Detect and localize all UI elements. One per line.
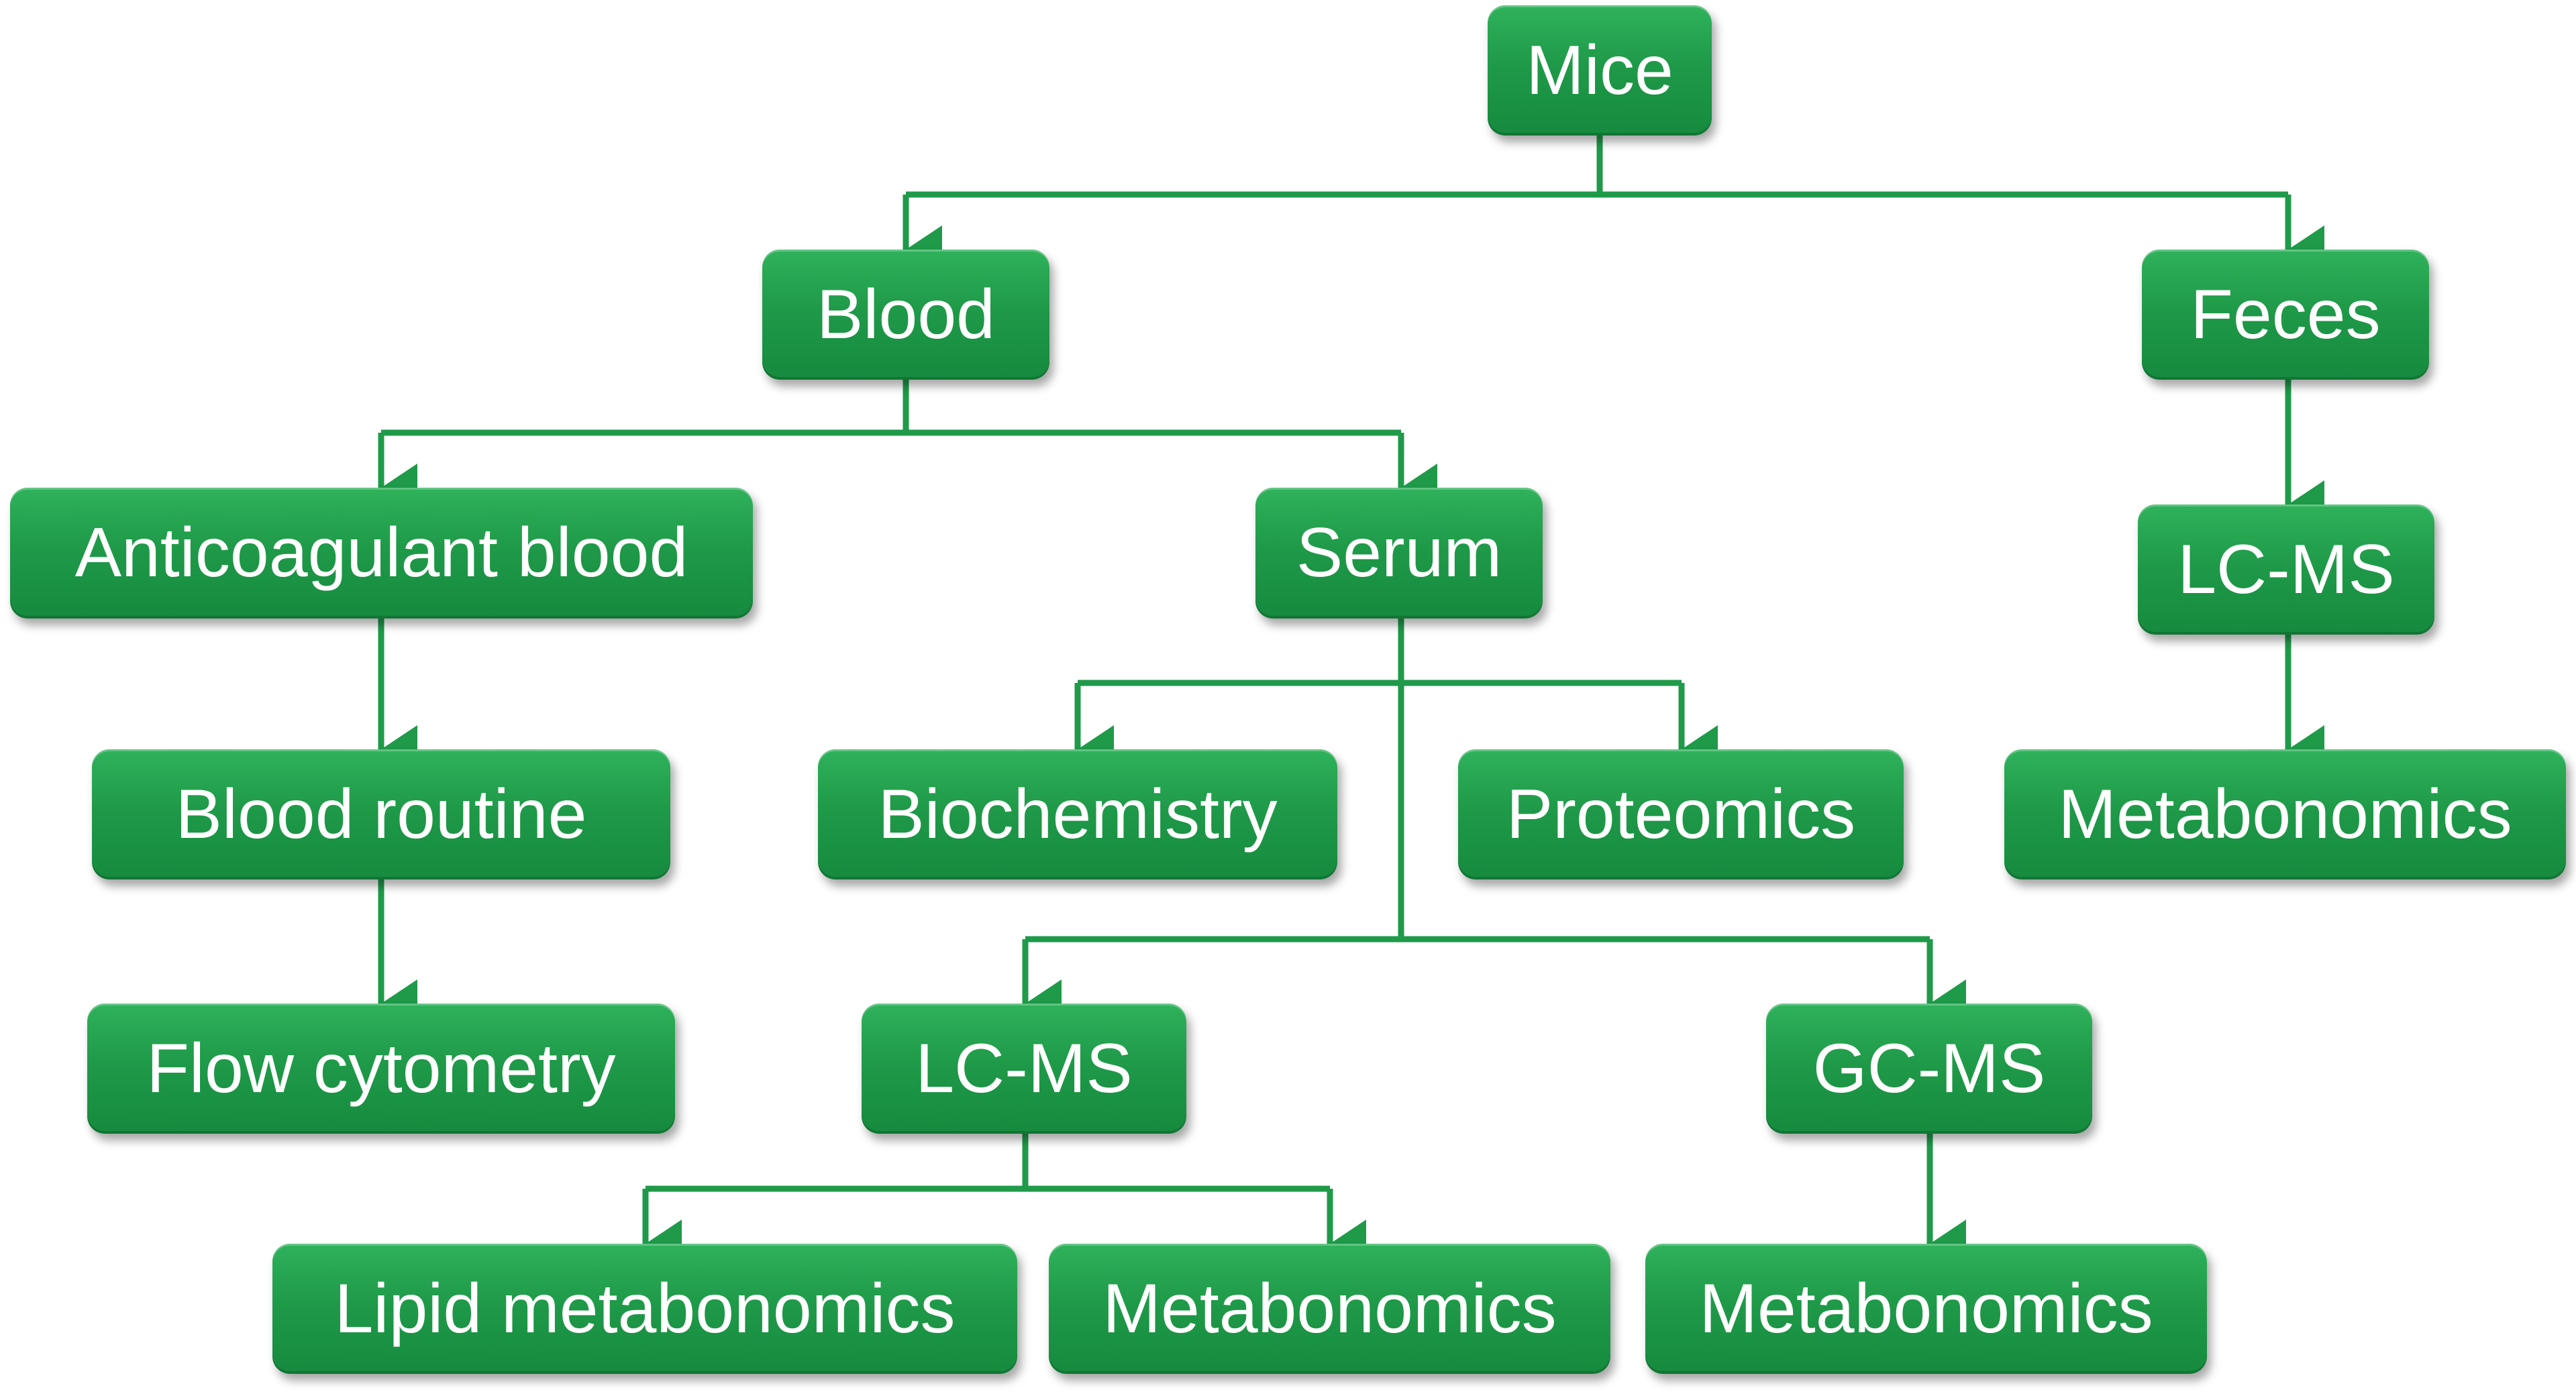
connector-lcms-split [646,1134,1330,1192]
node-serum-gcms: GC-MS [1766,1004,2092,1134]
node-feces-lcms: LC-MS [2138,504,2434,635]
node-feces-metabonomics: Metabonomics [2004,749,2566,879]
node-mice: Mice [1488,5,1712,136]
node-gcms-metabonomics: Metabonomics [1645,1244,2207,1374]
node-biochemistry: Biochemistry [818,749,1337,879]
node-lipid-metabonomics: Lipid metabonomics [272,1244,1017,1374]
node-serum: Serum [1255,488,1543,619]
node-blood-routine: Blood routine [92,749,670,879]
connector-blood-split [381,380,1401,436]
node-blood: Blood [762,250,1049,380]
node-feces: Feces [2142,250,2429,380]
node-serum-lcms: LC-MS [862,1004,1186,1134]
node-lcms-metabonomics: Metabonomics [1049,1244,1610,1374]
node-flow-cytometry: Flow cytometry [87,1004,675,1134]
node-proteomics: Proteomics [1458,749,1904,879]
connector-mice-split [906,136,2288,198]
node-anticoagulant-blood: Anticoagulant blood [10,488,753,619]
